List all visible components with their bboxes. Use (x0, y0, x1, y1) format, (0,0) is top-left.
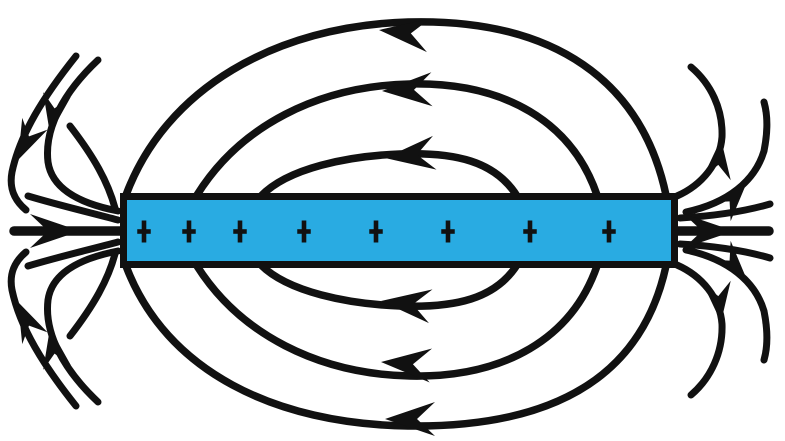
plus-horizontal-bar (602, 229, 616, 234)
arrowhead-icon (382, 72, 433, 107)
field-line-loop-bottom-middle (193, 262, 601, 380)
arrowhead-icon (43, 92, 71, 134)
field-line-left-end-lower-hook (66, 250, 119, 340)
field-line-left-end-lower-shallow (24, 238, 122, 270)
arrowhead-icon (709, 240, 747, 280)
field-line-left-end-upper-shallow (24, 192, 122, 224)
plus-charge-symbol (441, 220, 455, 243)
field-line-loop-top-inner (257, 149, 521, 200)
plus-charge-symbol (602, 220, 616, 243)
arrowhead-icon (381, 348, 433, 383)
field-line-left-end-upper-outer (7, 52, 80, 214)
arrowhead-icon (684, 214, 734, 248)
field-line-left-end-lower-outer (7, 248, 80, 410)
plus-horizontal-bar (182, 229, 196, 234)
plus-horizontal-bar (369, 229, 383, 234)
arrowhead-icon (385, 135, 437, 170)
plus-horizontal-bar (441, 229, 455, 234)
arrowhead-icon (702, 139, 731, 181)
plus-charge-symbol (233, 220, 247, 243)
arrowhead-icon (709, 182, 747, 222)
field-line-left-end-upper-middle (43, 56, 122, 215)
arrowhead-icon (43, 328, 71, 370)
arrowhead-icon (385, 402, 435, 436)
plus-horizontal-bar (523, 229, 537, 234)
arrowhead-icon (18, 117, 48, 160)
field-line-right-end-upper-inner (673, 63, 726, 200)
field-line-left-end-lower-middle (43, 247, 122, 406)
plus-horizontal-bar (297, 229, 311, 234)
arrowhead-icon (702, 280, 731, 322)
field-line-loop-top-middle (193, 80, 601, 199)
arrowhead-icon (379, 18, 431, 53)
plus-charge-symbol (182, 220, 196, 243)
arrowhead-icon (30, 214, 80, 248)
field-line-right-end-lower-outer (682, 246, 771, 364)
plus-charge-symbol (523, 220, 537, 243)
plus-horizontal-bar (137, 229, 151, 234)
plus-charge-symbol (369, 220, 383, 243)
plus-horizontal-bar (233, 229, 247, 234)
arrowhead-icon (381, 289, 433, 324)
field-line-right-end-upper-outer (682, 98, 771, 216)
plus-charge-symbol (297, 220, 311, 243)
field-line-left-end-upper-hook (66, 122, 119, 212)
arrowhead-icon (18, 302, 48, 345)
plus-charge-symbol (137, 220, 151, 243)
field-line-loop-top-outer (122, 18, 670, 199)
field-line-right-end-lower-inner (673, 261, 726, 399)
charged-rod (120, 193, 678, 268)
